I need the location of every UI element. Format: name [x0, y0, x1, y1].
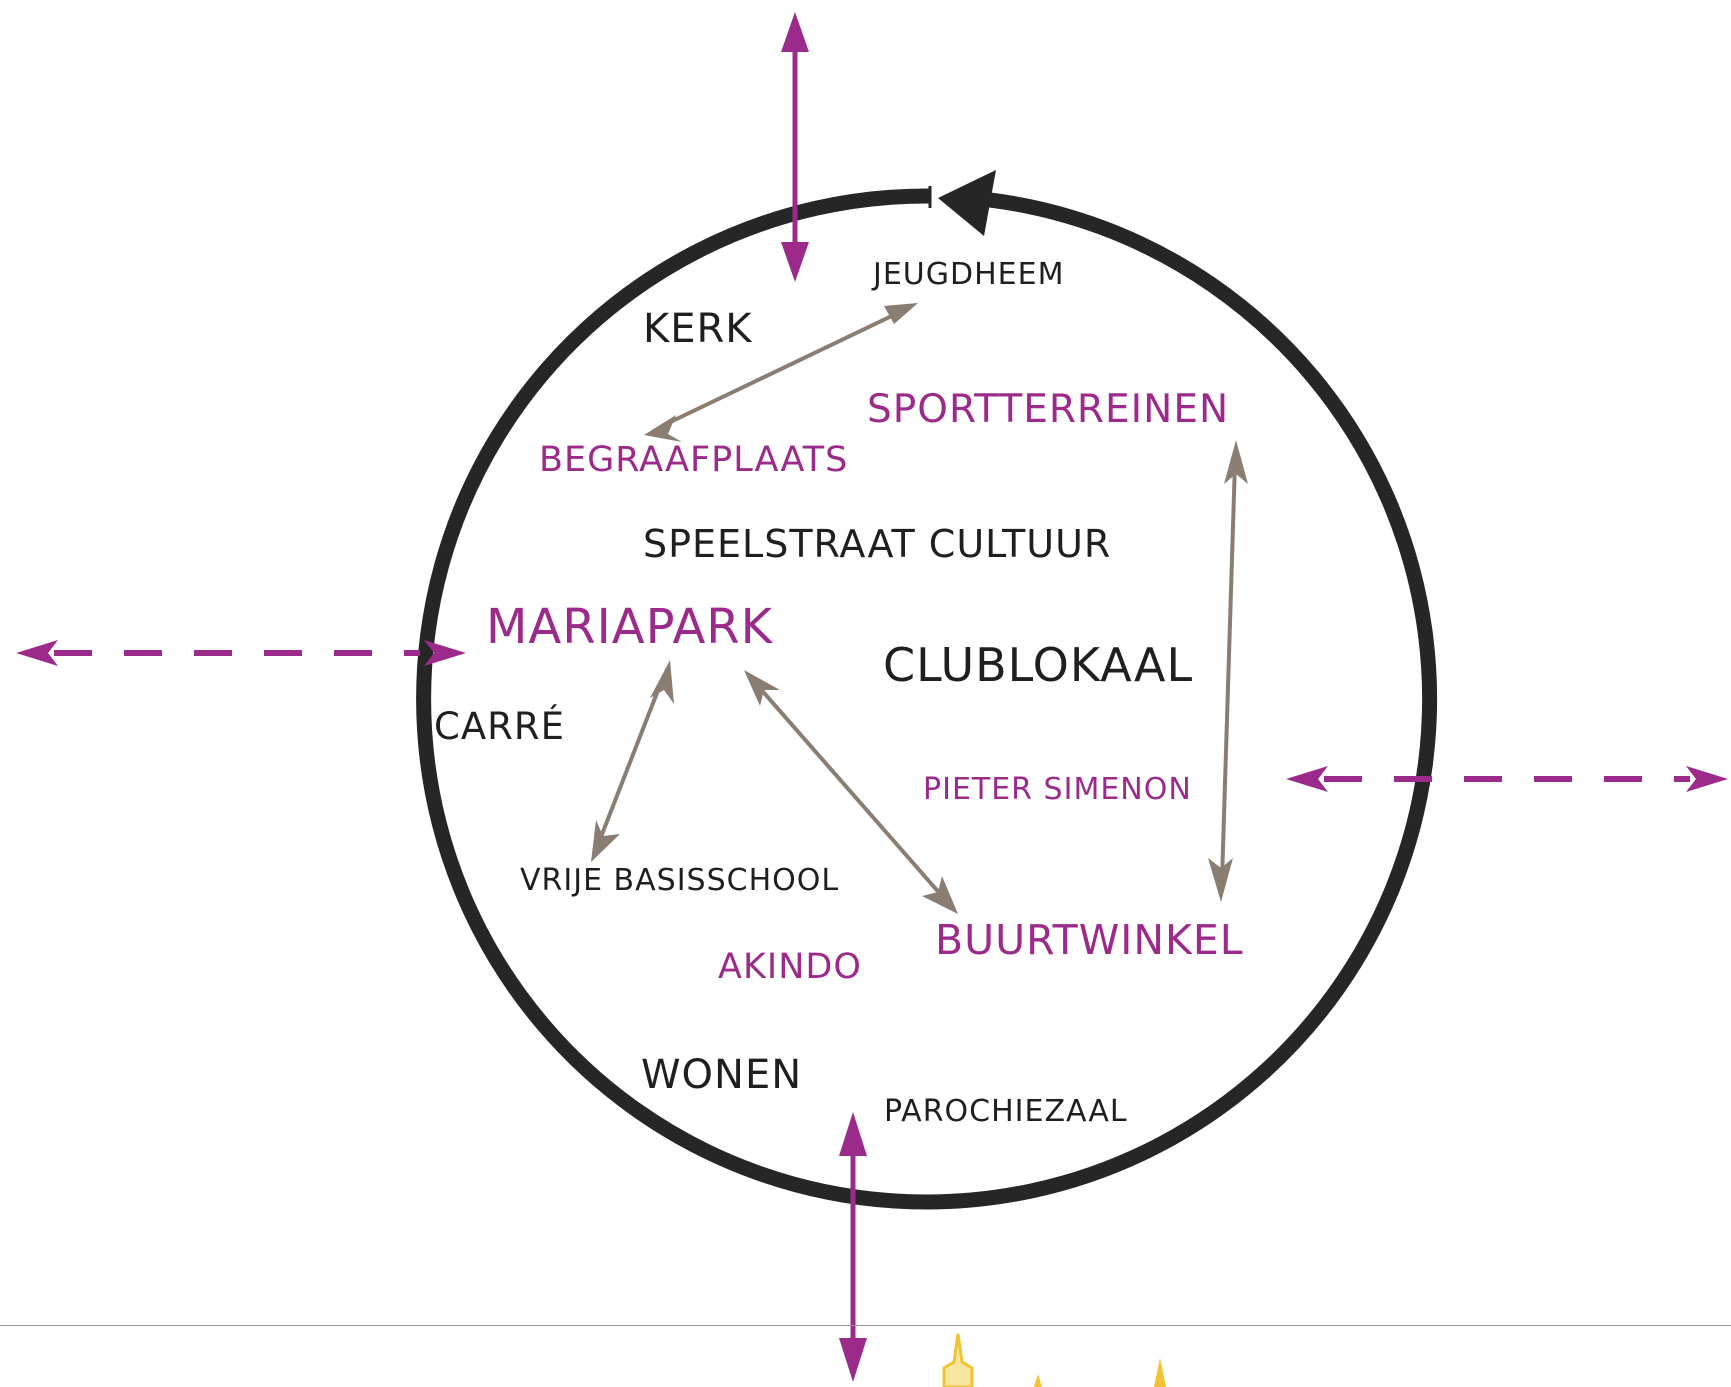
connector-mariapark-basisschool — [591, 660, 674, 862]
ring-direction-arrow — [938, 170, 996, 236]
label-sportterreinen: SPORTTERREINEN — [867, 387, 1230, 432]
label-begraafplaats: BEGRAAFPLAATS — [539, 440, 849, 480]
label-wonen: WONEN — [641, 1052, 803, 1098]
label-pieter-simenon: PIETER SIMENON — [923, 772, 1192, 807]
bottom-access-arrow — [839, 1112, 867, 1382]
label-carre: CARRÉ — [434, 705, 565, 748]
label-speelstraat-cultuur: SPEELSTRAAT CULTUUR — [643, 522, 1112, 566]
connector-jeugdheem-begraafplaats — [644, 303, 918, 442]
label-kerk: KERK — [643, 306, 753, 352]
connector-sportterreinen-buurtwinkel — [1208, 440, 1248, 902]
connector-mariapark-buurtwinkel — [744, 670, 958, 914]
east-connection-arrow — [1286, 766, 1728, 792]
label-jeugdheem: JEUGDHEEM — [873, 257, 1065, 292]
label-akindo: AKINDO — [718, 947, 862, 987]
label-clublokaal: CLUBLOKAAL — [883, 638, 1194, 692]
skyline-illustration — [942, 1333, 1166, 1387]
top-access-arrow — [781, 12, 809, 282]
label-vrije-basisschool: VRIJE BASISSCHOOL — [520, 863, 840, 898]
ground-line — [0, 1325, 1731, 1326]
label-buurtwinkel: BUURTWINKEL — [935, 916, 1244, 964]
neighbourhood-ring — [416, 188, 1438, 1210]
label-mariapark: MARIAPARK — [486, 599, 774, 655]
west-connection-arrow — [16, 640, 466, 666]
label-parochiezaal: PAROCHIEZAAL — [884, 1094, 1128, 1129]
